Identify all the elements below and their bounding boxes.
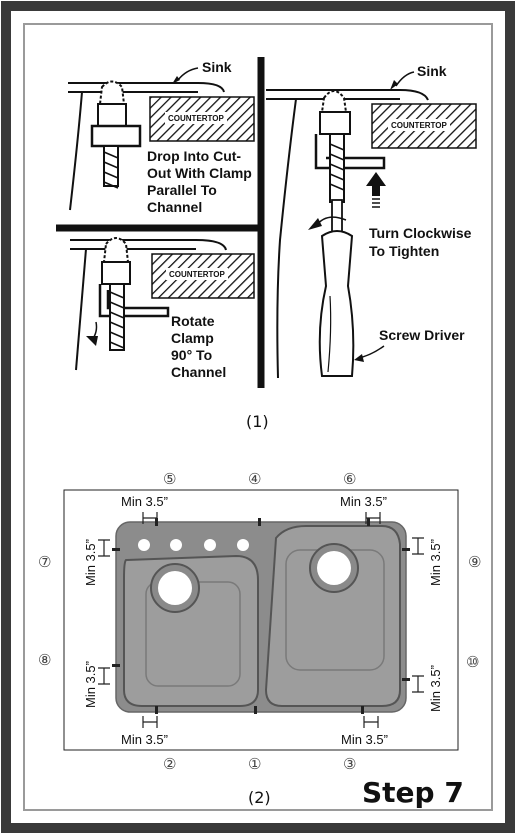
sink-label-right: Sink — [417, 63, 447, 79]
sink-top-view — [63, 489, 459, 751]
countertop-label-b: COUNTERTOP — [169, 270, 225, 279]
min-label-top-left: Min 3.5” — [121, 494, 168, 509]
clip-number-6: ⑥ — [343, 470, 357, 488]
countertop-label-a: COUNTERTOP — [168, 114, 224, 123]
sink-label-left: Sink — [202, 59, 232, 75]
min-label-top-right: Min 3.5” — [340, 494, 387, 509]
clip-number-10: ⑩ — [466, 653, 480, 671]
clip-number-5: ⑤ — [163, 470, 177, 488]
clip-number-9: ⑨ — [468, 553, 482, 571]
min-label-left-lower: Min 3.5” — [83, 661, 98, 708]
clip-number-3: ③ — [343, 755, 357, 773]
caption-2: (2) — [248, 788, 271, 807]
rotate-clamp-text-line-2: Clamp — [171, 330, 214, 346]
min-label-bottom-right: Min 3.5” — [341, 732, 388, 747]
clip-number-4: ④ — [248, 470, 262, 488]
rotate-clamp-text-line-3: 90° To — [171, 347, 213, 363]
min-label-right-lower: Min 3.5” — [428, 665, 443, 712]
rotate-clamp-text-line-4: Channel — [171, 364, 227, 380]
drop-into-text-line-2: Out With Clamp — [147, 165, 252, 181]
min-label-bottom-left: Min 3.5” — [121, 732, 168, 747]
rotate-clamp-text-line-1: Rotate — [171, 313, 215, 329]
clip-number-8: ⑧ — [38, 651, 52, 669]
clip-number-2: ② — [163, 755, 177, 773]
step-title: Step 7 — [362, 776, 464, 809]
clip-number-1: ① — [248, 755, 262, 773]
turn-clockwise-text-line-2: To Tighten — [369, 243, 440, 259]
panel-screwdriver — [266, 71, 477, 379]
clip-number-7: ⑦ — [38, 553, 52, 571]
drop-into-text-line-4: Channel — [147, 199, 203, 215]
drop-into-text-line-1: Drop Into Cut- — [147, 148, 242, 164]
caption-1: (1) — [246, 412, 269, 431]
panel-rotate-clamp — [70, 237, 255, 371]
drop-into-text-line-3: Parallel To — [147, 182, 217, 198]
min-label-left-upper: Min 3.5” — [83, 539, 98, 586]
panel-drop-into-cutout — [68, 67, 255, 211]
countertop-label-c: COUNTERTOP — [391, 121, 447, 130]
turn-clockwise-text-line-1: Turn Clockwise — [369, 225, 472, 241]
min-label-right-upper: Min 3.5” — [428, 539, 443, 586]
screw-driver-label: Screw Driver — [379, 327, 465, 343]
